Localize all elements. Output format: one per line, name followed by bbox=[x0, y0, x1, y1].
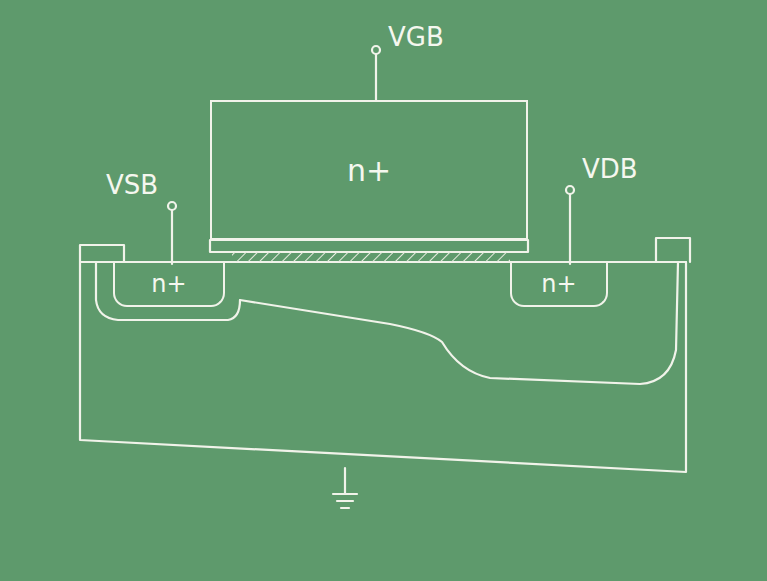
drain-terminal-label: VDB bbox=[582, 154, 638, 184]
region-label: n+ bbox=[151, 270, 186, 298]
source-terminal-label: VSB bbox=[106, 170, 158, 200]
region-label: n+ bbox=[541, 270, 576, 298]
gate-terminal-label: VGB bbox=[388, 22, 444, 52]
gate-electrode: n+ bbox=[210, 100, 528, 240]
source-region: n+ bbox=[113, 263, 225, 307]
region-label: n+ bbox=[347, 153, 391, 188]
drain-region: n+ bbox=[510, 263, 608, 307]
